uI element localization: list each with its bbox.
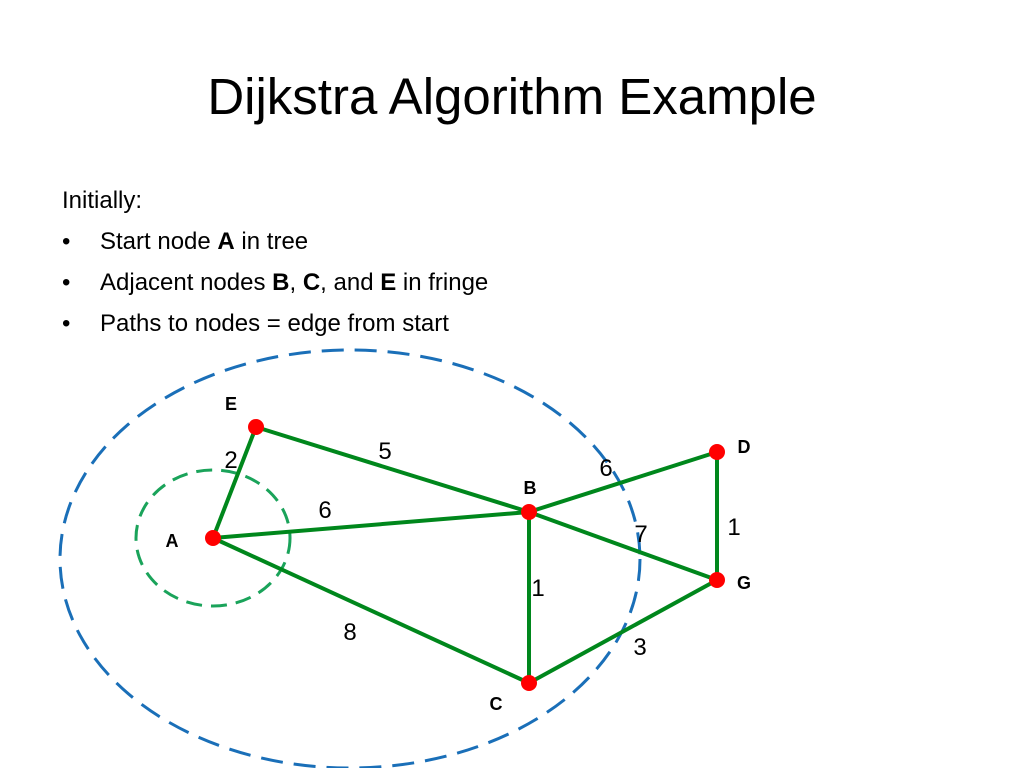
fringe-boundary (58, 348, 642, 768)
node-label-a: A (166, 531, 179, 551)
edge-weight-label: 1 (727, 514, 740, 541)
edge-b-d (528, 450, 718, 514)
edge-a-b (212, 510, 530, 540)
edge-weight-label: 1 (531, 575, 544, 602)
node-g (709, 572, 725, 588)
tree-boundary (134, 468, 292, 608)
node-label-b: B (524, 478, 537, 498)
edge-weight-label: 2 (224, 447, 237, 474)
edge-weight-label: 3 (633, 634, 646, 661)
edge-weight-label: 5 (378, 438, 391, 465)
bullet-text: in fringe (396, 269, 489, 296)
intro-text: Initially: (62, 187, 143, 214)
node-label-c: C (490, 694, 503, 714)
edge-weight-label: 6 (599, 455, 612, 482)
bullet-marker: • (62, 310, 71, 337)
slide-title: Dijkstra Algorithm Example (207, 68, 817, 125)
bullet-node-name: B (272, 269, 290, 296)
node-label-g: G (737, 573, 751, 593)
bullet-text: , (289, 269, 303, 296)
node-label-d: D (738, 437, 751, 457)
edge-weight-label: 7 (634, 521, 647, 548)
node-b (521, 504, 537, 520)
node-a (205, 530, 221, 546)
bullet-list: • Start node A in tree • Adjacent nodes B , … (62, 227, 488, 350)
bullet-node-name: C (302, 269, 321, 296)
bullet-item: • Paths to nodes = edge from start (62, 309, 488, 350)
node-c (521, 675, 537, 691)
edge-e-b (255, 425, 530, 514)
bullet-node-name: A (217, 228, 235, 255)
edge-c-g (528, 578, 718, 685)
edge-weight-label: 6 (318, 497, 331, 524)
bullet-text: , and (320, 269, 381, 296)
bullet-text: Start node (100, 228, 218, 255)
edge-a-e (211, 426, 258, 539)
bullet-marker: • (62, 228, 71, 255)
bullet-node-name: E (380, 269, 397, 296)
bullet-text: Adjacent nodes (100, 269, 273, 296)
bullet-item: • Adjacent nodes B, C, and E in fringe (62, 268, 488, 309)
bullet-text: in tree (234, 228, 309, 255)
bullet-text: Paths to nodes = edge from start (100, 310, 449, 337)
node-label-e: E (225, 394, 237, 414)
edge-b-g (528, 510, 718, 582)
bullet-marker: • (62, 269, 71, 296)
node-d (709, 444, 725, 460)
edge-weight-label: 8 (343, 619, 356, 646)
node-e (248, 419, 264, 435)
bullet-item: • Start node A in tree (62, 227, 488, 268)
edge-a-c (212, 536, 530, 685)
